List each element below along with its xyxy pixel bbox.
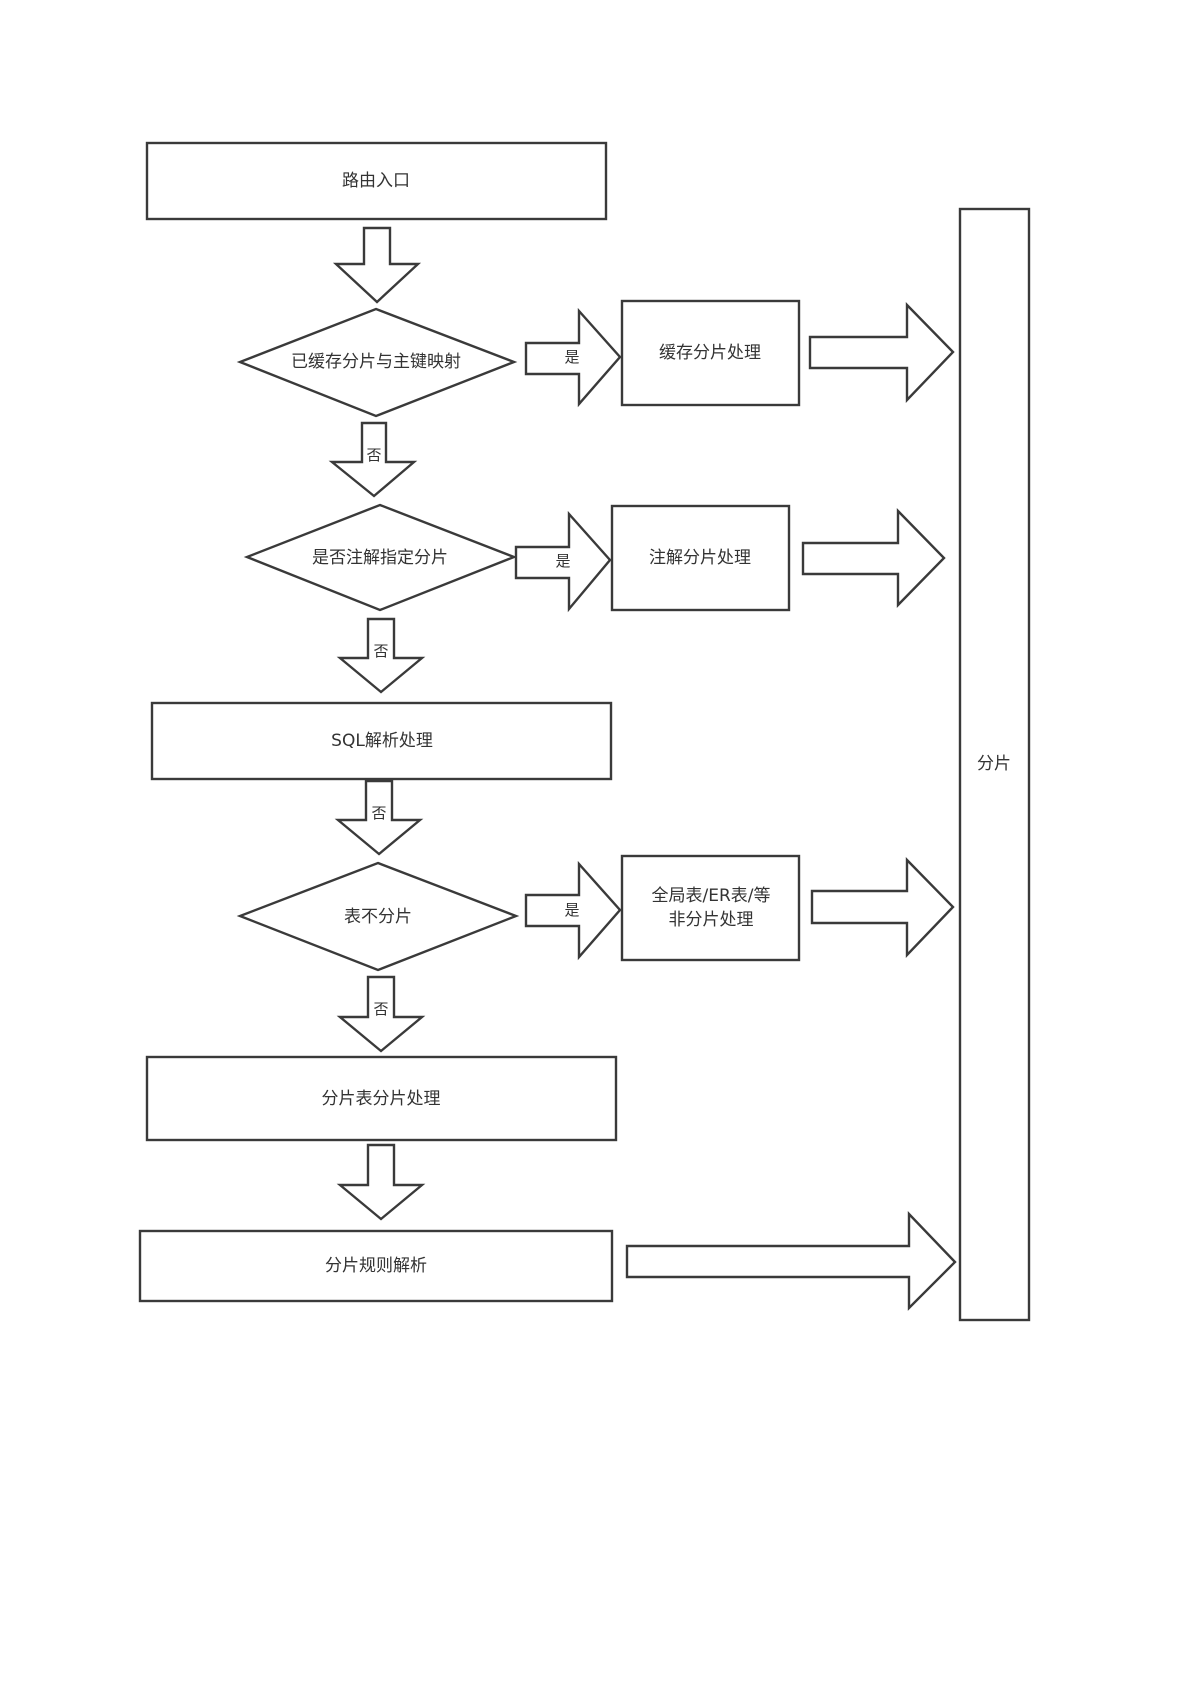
- node-cache-shard-process: 缓存分片处理: [620, 299, 801, 407]
- node-annotation-shard-process-label: 注解分片处理: [649, 548, 751, 568]
- node-sharded-table-process: 分片表分片处理: [145, 1055, 618, 1142]
- down-arrow-5: [336, 1143, 426, 1221]
- node-shard-rule-parse: 分片规则解析: [138, 1229, 614, 1303]
- decision-table-not-sharded: 表不分片: [236, 861, 520, 972]
- no-label-3: 否: [371, 804, 386, 822]
- no-arrow-1: 否: [328, 421, 418, 498]
- no-label-4: 否: [373, 1000, 388, 1018]
- yes-arrow-2: 是: [514, 510, 612, 613]
- node-shard-rule-parse-label: 分片规则解析: [325, 1256, 427, 1276]
- node-sql-parse-process: SQL解析处理: [150, 701, 613, 781]
- no-arrow-4: 否: [336, 975, 426, 1053]
- decision-annotation-specified-label: 是否注解指定分片: [312, 548, 448, 568]
- to-shard-arrow-4: [625, 1211, 957, 1311]
- to-shard-arrow-3: [810, 857, 955, 958]
- node-route-entry: 路由入口: [145, 141, 608, 221]
- decision-table-not-sharded-label: 表不分片: [344, 907, 412, 927]
- node-global-er-process-line2: 非分片处理: [669, 910, 754, 930]
- yes-label-2: 是: [555, 552, 570, 570]
- node-shard: 分片: [958, 207, 1031, 1322]
- decision-cached-shard-mapping: 已缓存分片与主键映射: [236, 307, 518, 418]
- node-shard-label: 分片: [977, 754, 1011, 774]
- node-sql-parse-process-label: SQL解析处理: [331, 731, 433, 751]
- decision-annotation-specified: 是否注解指定分片: [243, 503, 518, 612]
- down-arrow-1: [332, 226, 422, 304]
- yes-label-3: 是: [564, 901, 579, 919]
- no-arrow-3: 否: [334, 779, 424, 856]
- no-arrow-2: 否: [336, 617, 426, 694]
- yes-label-1: 是: [564, 348, 579, 366]
- to-shard-arrow-2: [801, 508, 946, 608]
- node-cache-shard-process-label: 缓存分片处理: [659, 343, 761, 363]
- no-label-1: 否: [366, 446, 381, 464]
- node-global-er-process: 全局表/ER表/等 非分片处理: [620, 854, 801, 962]
- no-label-2: 否: [373, 642, 388, 660]
- yes-arrow-1: 是: [524, 307, 622, 408]
- node-global-er-process-line1: 全局表/ER表/等: [651, 886, 770, 906]
- to-shard-arrow-1: [808, 302, 955, 403]
- yes-arrow-3: 是: [524, 860, 622, 961]
- decision-cached-shard-mapping-label: 已缓存分片与主键映射: [291, 352, 461, 372]
- node-route-entry-label: 路由入口: [342, 171, 410, 191]
- node-annotation-shard-process: 注解分片处理: [610, 504, 791, 612]
- node-sharded-table-process-label: 分片表分片处理: [322, 1089, 441, 1109]
